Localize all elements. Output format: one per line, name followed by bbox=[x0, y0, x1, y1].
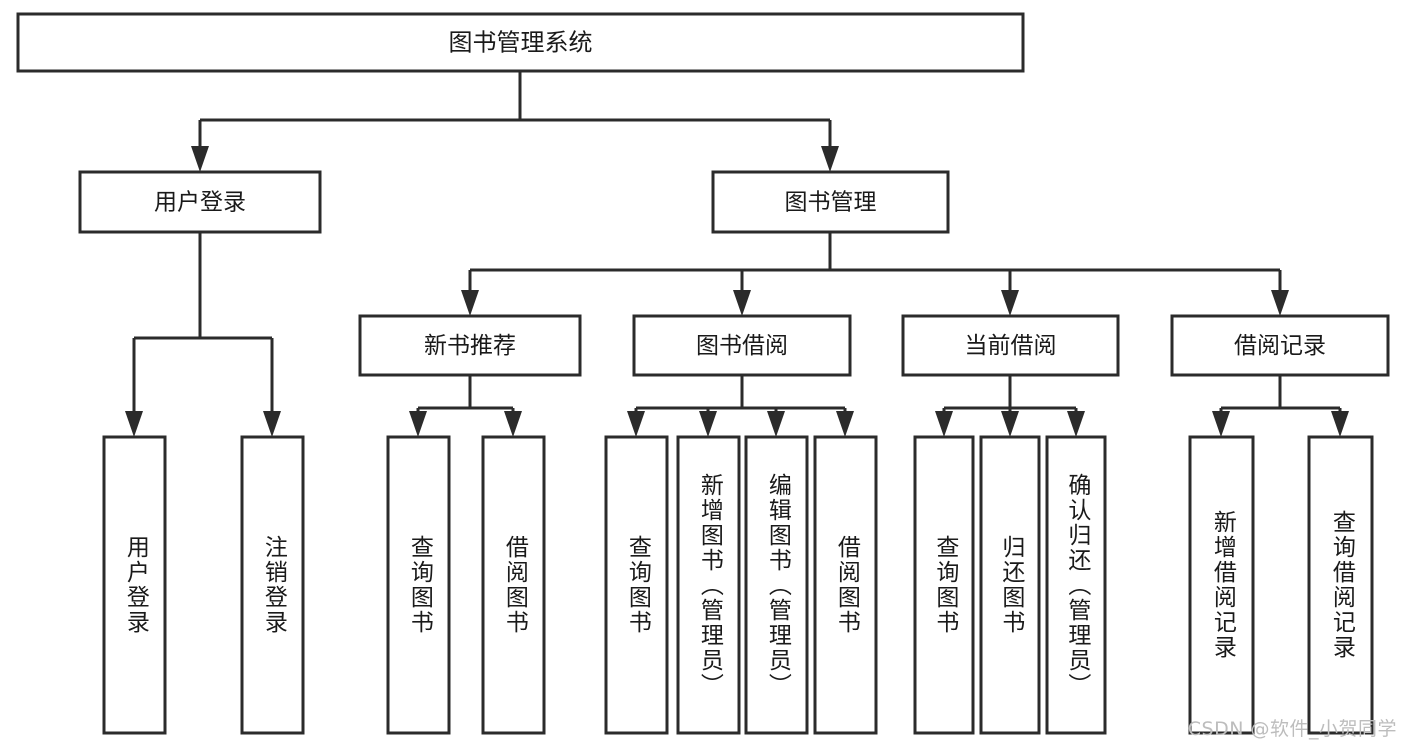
node-box-leaf-user-login[interactable] bbox=[102, 435, 167, 735]
connectors-layer bbox=[125, 71, 1349, 437]
connector-book-borrow-to-leaves bbox=[627, 375, 854, 437]
node-label-borrow-record: 借阅记录 bbox=[1234, 333, 1326, 359]
node-box-new-book-recommend[interactable] bbox=[358, 314, 582, 377]
arrow-head-borrow-record-to-leaves-0 bbox=[1212, 411, 1230, 437]
arrow-head-user-login-to-leaves-0 bbox=[125, 411, 143, 437]
node-label-user-login: 用户登录 bbox=[154, 190, 246, 216]
node-label-current-borrow: 当前借阅 bbox=[965, 333, 1057, 359]
node-box-leaf-return-book[interactable] bbox=[979, 435, 1041, 735]
connector-root-to-level2 bbox=[191, 71, 839, 172]
arrow-head-book-borrow-to-leaves-2 bbox=[767, 411, 785, 437]
node-box-leaf-add-record[interactable] bbox=[1188, 435, 1255, 735]
arrow-head-book-management-to-level3-0 bbox=[461, 290, 479, 316]
connector-borrow-record-to-leaves bbox=[1212, 375, 1349, 437]
arrow-head-current-borrow-to-leaves-0 bbox=[935, 411, 953, 437]
arrow-head-new-book-recommend-to-leaves-0 bbox=[409, 411, 427, 437]
node-box-leaf-add-book[interactable] bbox=[676, 435, 741, 735]
connector-book-management-to-level3 bbox=[461, 232, 1289, 316]
arrow-head-book-borrow-to-leaves-1 bbox=[699, 411, 717, 437]
connector-user-login-to-leaves bbox=[125, 232, 281, 437]
node-box-user-login[interactable] bbox=[78, 170, 322, 234]
arrow-head-book-management-to-level3-2 bbox=[1001, 290, 1019, 316]
arrow-head-root-to-level2-0 bbox=[191, 146, 209, 172]
arrow-head-new-book-recommend-to-leaves-1 bbox=[504, 411, 522, 437]
arrow-head-current-borrow-to-leaves-2 bbox=[1067, 411, 1085, 437]
arrow-head-book-management-to-level3-3 bbox=[1271, 290, 1289, 316]
watermark: CSDN @软件_小贺同学 bbox=[1187, 718, 1397, 740]
arrow-head-book-borrow-to-leaves-0 bbox=[627, 411, 645, 437]
node-box-leaf-edit-book[interactable] bbox=[744, 435, 809, 735]
node-box-current-borrow[interactable] bbox=[901, 314, 1120, 377]
node-box-borrow-record[interactable] bbox=[1170, 314, 1390, 377]
node-box-book-management[interactable] bbox=[711, 170, 950, 234]
node-box-leaf-borrow-book-1[interactable] bbox=[481, 435, 546, 735]
connector-current-borrow-to-leaves bbox=[935, 375, 1085, 437]
node-box-leaf-logout[interactable] bbox=[240, 435, 305, 735]
connector-new-book-recommend-to-leaves bbox=[409, 375, 522, 437]
node-box-leaf-query-book-1[interactable] bbox=[386, 435, 451, 735]
root-node-box[interactable] bbox=[16, 12, 1025, 73]
node-box-leaf-borrow-book-2[interactable] bbox=[813, 435, 878, 735]
arrow-head-user-login-to-leaves-1 bbox=[263, 411, 281, 437]
arrow-head-current-borrow-to-leaves-1 bbox=[1001, 411, 1019, 437]
root-node-label: 图书管理系统 bbox=[449, 29, 593, 57]
node-box-leaf-confirm-return[interactable] bbox=[1045, 435, 1107, 735]
arrow-head-book-borrow-to-leaves-3 bbox=[836, 411, 854, 437]
arrow-head-borrow-record-to-leaves-1 bbox=[1331, 411, 1349, 437]
node-label-book-management: 图书管理 bbox=[785, 190, 877, 216]
arrow-head-book-management-to-level3-1 bbox=[733, 290, 751, 316]
node-label-book-borrow: 图书借阅 bbox=[696, 333, 788, 359]
arrow-head-root-to-level2-1 bbox=[821, 146, 839, 172]
node-label-new-book-recommend: 新书推荐 bbox=[424, 333, 516, 359]
node-box-leaf-query-book-2[interactable] bbox=[604, 435, 669, 735]
node-box-book-borrow[interactable] bbox=[632, 314, 852, 377]
node-box-leaf-query-record[interactable] bbox=[1307, 435, 1374, 735]
boxes-layer bbox=[16, 12, 1390, 735]
node-box-leaf-query-book-3[interactable] bbox=[913, 435, 975, 735]
